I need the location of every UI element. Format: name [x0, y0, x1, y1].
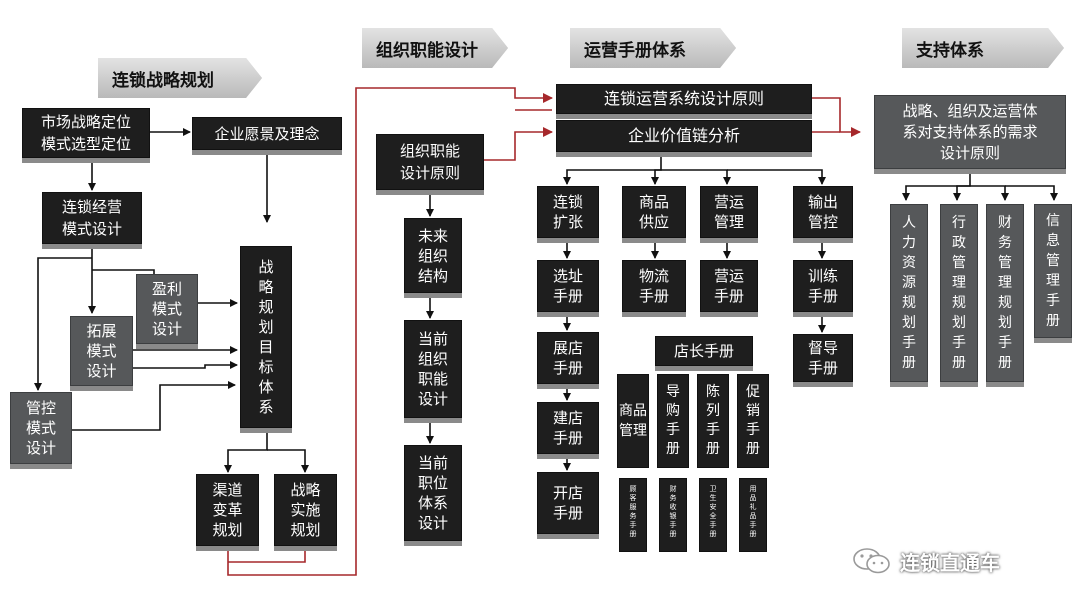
- display-manual-box: 陈 列 手 册: [697, 374, 729, 468]
- chain-model-box: 连锁经营 模式设计: [42, 192, 142, 244]
- gifts-supplies-manual-box: 用 品 礼 品 手 册: [739, 478, 767, 552]
- goods-supply-box: 商品 供应: [622, 186, 686, 238]
- exhibit-manual-box: 展店 手册: [537, 332, 599, 384]
- current-org-box: 当前 组织 职能 设计: [404, 320, 462, 418]
- finance-cashier-manual-box: 财 务 收 银 手 册: [659, 478, 687, 552]
- build-manual-box: 建店 手册: [537, 402, 599, 454]
- channel-reform-box: 渠道 变革 规划: [196, 474, 259, 546]
- banner-support: 支持体系: [902, 28, 1064, 68]
- sales-guide-manual-box: 导 购 手 册: [657, 374, 689, 468]
- control-model-box: 管控 模式 设计: [10, 392, 72, 464]
- store-manager-manual-box: 店长手册: [655, 336, 753, 366]
- open-manual-box: 开店 手册: [537, 472, 599, 534]
- site-manual-box: 选址 手册: [537, 260, 599, 312]
- ops-mgmt-box: 营运 管理: [700, 186, 758, 238]
- goods-mgmt-box: 商品 管理: [617, 374, 649, 468]
- future-org-box: 未来 组织 结构: [404, 218, 462, 293]
- vision-box: 企业愿景及理念: [192, 117, 342, 150]
- expand-model-box: 拓展 模式 设计: [70, 316, 133, 386]
- strategy-implement-box: 战略 实施 规划: [274, 474, 337, 546]
- org-principle-box: 组织职能 设计原则: [376, 134, 484, 190]
- ops-design-principle-box: 连锁运营系统设计原则: [556, 84, 812, 114]
- watermark-text: 连锁直通车: [900, 550, 1000, 575]
- current-position-box: 当前 职位 体系 设计: [404, 445, 462, 541]
- market-positioning-box: 市场战略定位 模式选型定位: [22, 108, 150, 158]
- supervision-manual-box: 督导 手册: [793, 334, 853, 382]
- hr-manual-box: 人 力 资 源 规 划 手 册: [890, 204, 928, 382]
- banner-org: 组织职能设计: [362, 28, 508, 68]
- output-control-box: 输出 管控: [793, 186, 853, 238]
- profit-model-box: 盈利 模式 设计: [136, 274, 198, 344]
- wechat-icon: [853, 548, 890, 574]
- hygiene-safety-manual-box: 卫 生 安 全 手 册: [699, 478, 727, 552]
- promotion-manual-box: 促 销 手 册: [737, 374, 769, 468]
- training-manual-box: 训练 手册: [793, 260, 853, 312]
- value-chain-box: 企业价值链分析: [556, 120, 812, 152]
- finance-manual-box: 财 务 管 理 规 划 手 册: [986, 204, 1024, 382]
- customer-service-manual-box: 顾 客 服 务 手 册: [619, 478, 647, 552]
- info-manual-box: 信 息 管 理 手 册: [1034, 204, 1072, 338]
- strategy-target-box: 战 略 规 划 目 标 体 系: [240, 246, 292, 428]
- admin-manual-box: 行 政 管 理 规 划 手 册: [940, 204, 978, 382]
- banner-ops: 运营手册体系: [570, 28, 736, 68]
- watermark: 连锁直通车: [852, 544, 1000, 578]
- logistics-manual-box: 物流 手册: [622, 260, 686, 312]
- ops-manual-box: 营运 手册: [700, 260, 758, 312]
- banner-strategy: 连锁战略规划: [98, 58, 262, 98]
- support-principle-box: 战略、组织及运营体 系对支持体系的需求 设计原则: [874, 95, 1066, 169]
- chain-expand-box: 连锁 扩张: [537, 186, 599, 238]
